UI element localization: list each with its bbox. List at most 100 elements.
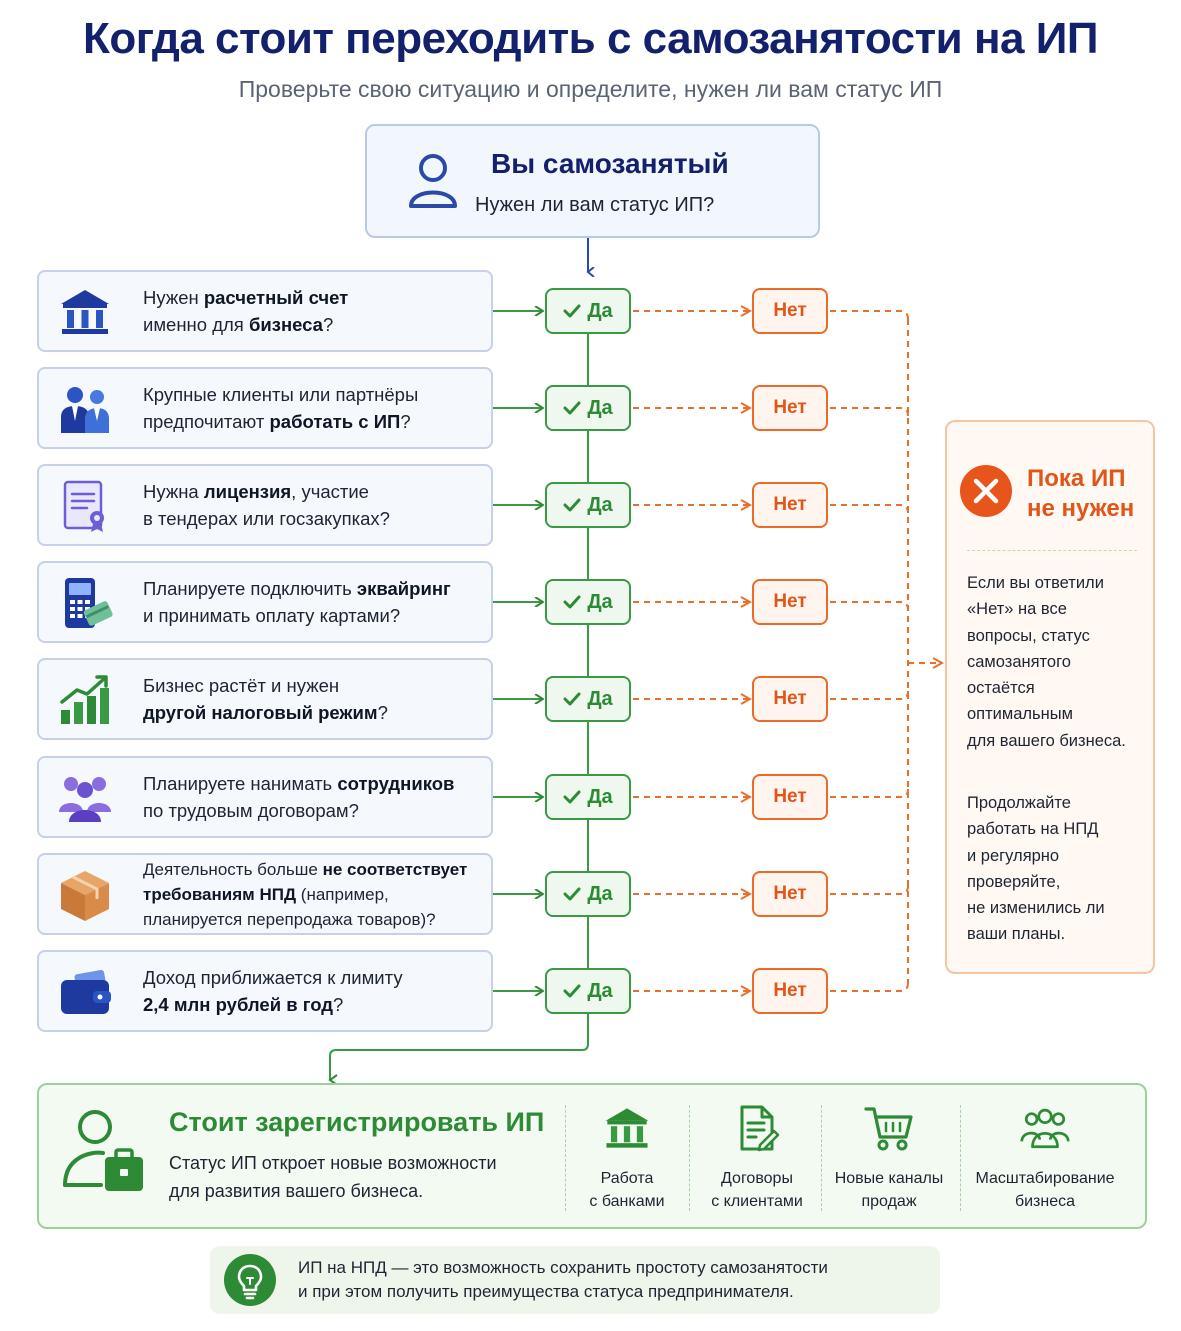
not-needed-title: Пока ИП не нужен xyxy=(1027,465,1135,522)
no-to-collector-line xyxy=(830,601,909,611)
license-certificate-icon xyxy=(57,478,113,534)
no-label: Нет xyxy=(773,883,807,904)
scaling-team-icon xyxy=(1020,1103,1070,1153)
yes-label: Да xyxy=(587,590,613,613)
check-icon xyxy=(563,498,581,512)
check-icon xyxy=(563,692,581,706)
no-answer[interactable]: Нет xyxy=(752,871,828,917)
no-label: Нет xyxy=(773,494,807,515)
check-icon xyxy=(563,790,581,804)
register-ip-title: Стоит зарегистрировать ИП xyxy=(169,1107,545,1137)
no-to-collector-line xyxy=(830,982,909,992)
entrepreneur-briefcase-icon xyxy=(63,1110,143,1191)
benefit-divider xyxy=(821,1105,822,1211)
contract-icon xyxy=(732,1103,782,1153)
page-subtitle: Проверьте свою ситуацию и определите, ну… xyxy=(238,76,943,102)
start-box: Вы самозанятый Нужен ли вам статус ИП? xyxy=(365,124,820,238)
team-icon xyxy=(57,770,113,826)
yes-answer[interactable]: Да xyxy=(545,482,631,528)
register-ip-text: Статус ИП откроет новые возможности для … xyxy=(169,1153,497,1201)
lightbulb-icon xyxy=(224,1254,276,1306)
bank-icon xyxy=(602,1103,652,1153)
bank-icon xyxy=(57,284,113,340)
no-answer[interactable]: Нет xyxy=(752,968,828,1014)
start-subtitle: Нужен ли вам статус ИП? xyxy=(475,194,715,216)
no-label: Нет xyxy=(773,591,807,612)
no-label: Нет xyxy=(773,786,807,807)
wallet-icon xyxy=(57,964,113,1020)
check-icon xyxy=(563,887,581,901)
yes-label: Да xyxy=(587,493,613,516)
register-ip-box: Стоит зарегистрировать ИП Статус ИП откр… xyxy=(37,1083,1147,1229)
check-icon xyxy=(563,401,581,415)
growth-chart-icon xyxy=(57,672,113,728)
no-answer[interactable]: Нет xyxy=(752,385,828,431)
no-to-collector-line xyxy=(830,690,909,700)
yes-answer[interactable]: Да xyxy=(545,385,631,431)
shopping-cart-icon xyxy=(864,1103,914,1153)
no-answer[interactable]: Нет xyxy=(752,579,828,625)
check-icon xyxy=(563,304,581,318)
benefit-divider xyxy=(960,1105,961,1211)
yes-answer[interactable]: Да xyxy=(545,968,631,1014)
yes-answer[interactable]: Да xyxy=(545,676,631,722)
yes-label: Да xyxy=(587,299,613,322)
no-to-collector-line xyxy=(830,504,909,514)
page-title: Когда стоит переходить с самозанятости н… xyxy=(83,14,1098,63)
yes-answer[interactable]: Да xyxy=(545,579,631,625)
payment-terminal-icon xyxy=(57,575,113,631)
close-circle-icon xyxy=(960,465,1012,517)
yes-label: Да xyxy=(587,979,613,1002)
yes-label: Да xyxy=(587,785,613,808)
yes-answer[interactable]: Да xyxy=(545,288,631,334)
no-label: Нет xyxy=(773,980,807,1001)
yes-label: Да xyxy=(587,882,613,905)
check-icon xyxy=(563,595,581,609)
tip-box: ИП на НПД — это возможность сохранить пр… xyxy=(210,1246,940,1314)
no-to-collector-line xyxy=(830,885,909,895)
benefit-divider xyxy=(689,1105,690,1211)
yes-label: Да xyxy=(587,687,613,710)
benefit-divider xyxy=(565,1105,566,1211)
package-box-icon xyxy=(57,867,113,923)
no-to-collector-line xyxy=(830,310,909,320)
check-icon xyxy=(563,984,581,998)
business-partners-icon xyxy=(57,381,113,437)
no-answer[interactable]: Нет xyxy=(752,288,828,334)
no-answer[interactable]: Нет xyxy=(752,676,828,722)
yes-answer[interactable]: Да xyxy=(545,774,631,820)
no-label: Нет xyxy=(773,300,807,321)
tip-text: ИП на НПД — это возможность сохранить пр… xyxy=(298,1258,828,1301)
no-answer[interactable]: Нет xyxy=(752,482,828,528)
no-label: Нет xyxy=(773,688,807,709)
side-divider xyxy=(967,550,1137,551)
user-icon xyxy=(409,154,457,208)
yes-answer[interactable]: Да xyxy=(545,871,631,917)
no-to-collector-line xyxy=(830,407,909,417)
no-answer[interactable]: Нет xyxy=(752,774,828,820)
